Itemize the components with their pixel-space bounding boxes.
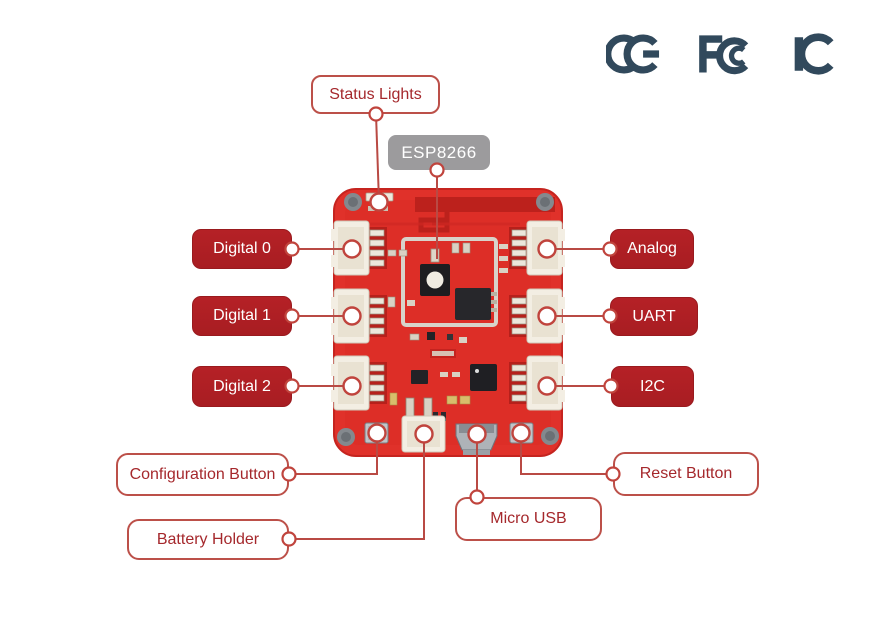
label-uart: UART <box>610 297 698 336</box>
label-analog: Analog <box>610 229 694 269</box>
antenna-trace <box>360 197 555 233</box>
label-micro-usb-text: Micro USB <box>490 510 567 527</box>
pcb-board <box>331 188 565 457</box>
label-i2c: I2C <box>611 366 694 407</box>
label-micro-usb: Micro USB <box>455 497 602 541</box>
label-digital-2: Digital 2 <box>192 366 292 407</box>
label-esp8266-text: ESP8266 <box>401 143 477 162</box>
fcc-logo <box>699 35 749 75</box>
ic-logo <box>794 33 834 75</box>
label-esp8266: ESP8266 <box>388 135 490 170</box>
label-status-lights: Status Lights <box>311 75 440 114</box>
smd-components <box>387 242 508 421</box>
label-status-lights-text: Status Lights <box>329 85 422 103</box>
label-configuration-button: Configuration Button <box>116 453 289 496</box>
label-uart-text: UART <box>632 307 676 325</box>
label-battery-holder-text: Battery Holder <box>156 530 260 548</box>
label-i2c-text: I2C <box>640 377 665 395</box>
esp8266-chip <box>420 264 450 296</box>
rf-shield <box>401 237 498 327</box>
mounting-holes <box>337 193 559 446</box>
label-digital-0: Digital 0 <box>192 229 292 269</box>
label-reset-button: Reset Button <box>613 452 759 496</box>
label-reset-button-text: Reset Button <box>639 465 733 482</box>
label-digital-0-text: Digital 0 <box>213 240 271 257</box>
label-configuration-button-text: Configuration Button <box>129 465 276 483</box>
label-digital-1: Digital 1 <box>192 296 292 336</box>
label-digital-1-text: Digital 1 <box>213 307 271 324</box>
label-digital-2-text: Digital 2 <box>213 377 271 395</box>
label-battery-holder: Battery Holder <box>127 519 289 560</box>
label-analog-text: Analog <box>627 240 677 257</box>
flash-chip <box>455 288 497 320</box>
ce-logo <box>606 34 660 74</box>
callout-lines <box>289 113 613 540</box>
